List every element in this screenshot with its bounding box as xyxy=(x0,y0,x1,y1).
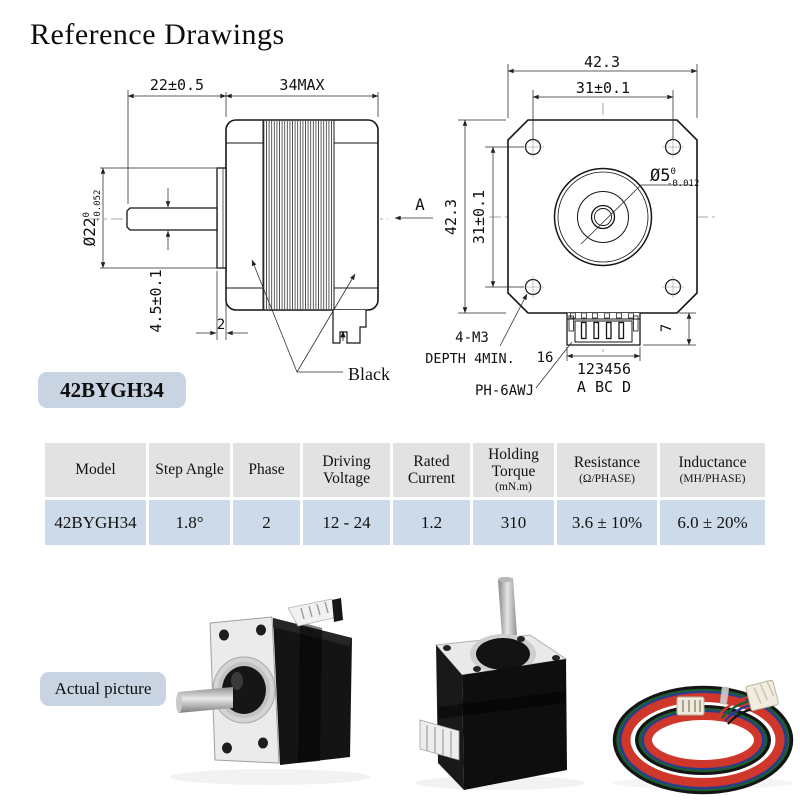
connector-label: PH-6AWJ xyxy=(475,383,534,399)
product-photos-svg xyxy=(170,576,794,795)
cell-model: 42BYGH34 xyxy=(45,500,146,545)
shaft-dia-dim: Ø50-0.012 xyxy=(650,166,699,189)
spec-table: Model Step Angle Phase Driving Voltage R… xyxy=(45,443,765,545)
col-header-inductance: Inductance(MH/PHASE) xyxy=(660,443,765,497)
col-header-step-angle: Step Angle xyxy=(149,443,230,497)
motor2-rotor xyxy=(476,638,530,670)
boss-diameter-dim: Ø220-0.052 xyxy=(80,190,103,247)
body-length-dim: 34MAX xyxy=(279,76,324,94)
stator-hatch xyxy=(263,121,334,309)
height-dim: 42.3 xyxy=(442,199,460,235)
side-view-drawing: 22±0.5 34MAX Ø220-0.052 4.5±0.1 2 A Blac… xyxy=(80,76,433,384)
reference-drawings-svg: 22±0.5 34MAX Ø220-0.052 4.5±0.1 2 A Blac… xyxy=(80,53,716,399)
black-label-leaders xyxy=(251,259,356,373)
motor1-shaft xyxy=(178,687,233,713)
hole-spacing-v-dim: 31±0.1 xyxy=(470,190,488,244)
col-header-model: Model xyxy=(45,443,146,497)
hole-spacing-h-dim: 31±0.1 xyxy=(576,79,630,97)
connector-side xyxy=(332,310,367,344)
shaft-dia-leader xyxy=(580,184,692,245)
col-header-resistance: Resistance(Ω/PHASE) xyxy=(557,443,657,497)
col-header-phase: Phase xyxy=(233,443,300,497)
pilot-boss xyxy=(216,167,227,269)
col-header-holding-torque: Holding Torque(mN.m) xyxy=(473,443,554,497)
cable-tie xyxy=(719,686,730,705)
motor-photo-front-view xyxy=(170,598,370,785)
shaft-flat-dim: 4.5±0.1 xyxy=(147,269,165,332)
connector-front xyxy=(566,312,641,346)
motor2-connector xyxy=(419,719,460,761)
connector-leader xyxy=(535,341,573,389)
model-badge: 42BYGH34 xyxy=(38,372,186,408)
cell-step-angle: 1.8° xyxy=(149,500,230,545)
body-cap-lines xyxy=(226,120,378,310)
cell-phase: 2 xyxy=(233,500,300,545)
connector-width-dim: 16 xyxy=(537,350,554,366)
black-label: Black xyxy=(348,364,390,384)
pin-letters: A BC D xyxy=(577,378,631,396)
screw-leader xyxy=(499,293,528,347)
screw-depth-label: DEPTH 4MIN. xyxy=(425,351,514,367)
motor-shaft-side xyxy=(126,207,218,231)
motor2-shaft xyxy=(498,578,517,637)
cell-rated-current: 1.2 xyxy=(393,500,470,545)
boss-thickness-dim: 2 xyxy=(217,317,225,333)
cable-connector-small xyxy=(676,696,705,716)
width-dim: 42.3 xyxy=(584,53,620,71)
cell-inductance: 6.0 ± 20% xyxy=(660,500,765,545)
cell-resistance: 3.6 ± 10% xyxy=(557,500,657,545)
cable-photo xyxy=(612,679,794,795)
shaft-length-dim: 22±0.5 xyxy=(150,76,204,94)
motor-photo-top-view xyxy=(415,576,585,790)
col-header-driving-voltage: Driving Voltage xyxy=(303,443,390,497)
screw-label: 4-M3 xyxy=(455,330,489,346)
section-label: A xyxy=(415,195,425,214)
connector-height-dim: 7 xyxy=(659,324,675,332)
mounting-holes xyxy=(522,136,684,298)
col-header-rated-current: Rated Current xyxy=(393,443,470,497)
cell-driving-voltage: 12 - 24 xyxy=(303,500,390,545)
page-title: Reference Drawings xyxy=(30,18,285,51)
actual-picture-badge: Actual picture xyxy=(40,672,166,706)
shaft-circles xyxy=(553,167,653,267)
pin-numbers: 123456 xyxy=(577,360,631,378)
cell-holding-torque: 310 xyxy=(473,500,554,545)
front-view-drawing: 42.3 31±0.1 42.3 31±0.1 Ø50-0.012 4-M3 D… xyxy=(425,53,716,399)
